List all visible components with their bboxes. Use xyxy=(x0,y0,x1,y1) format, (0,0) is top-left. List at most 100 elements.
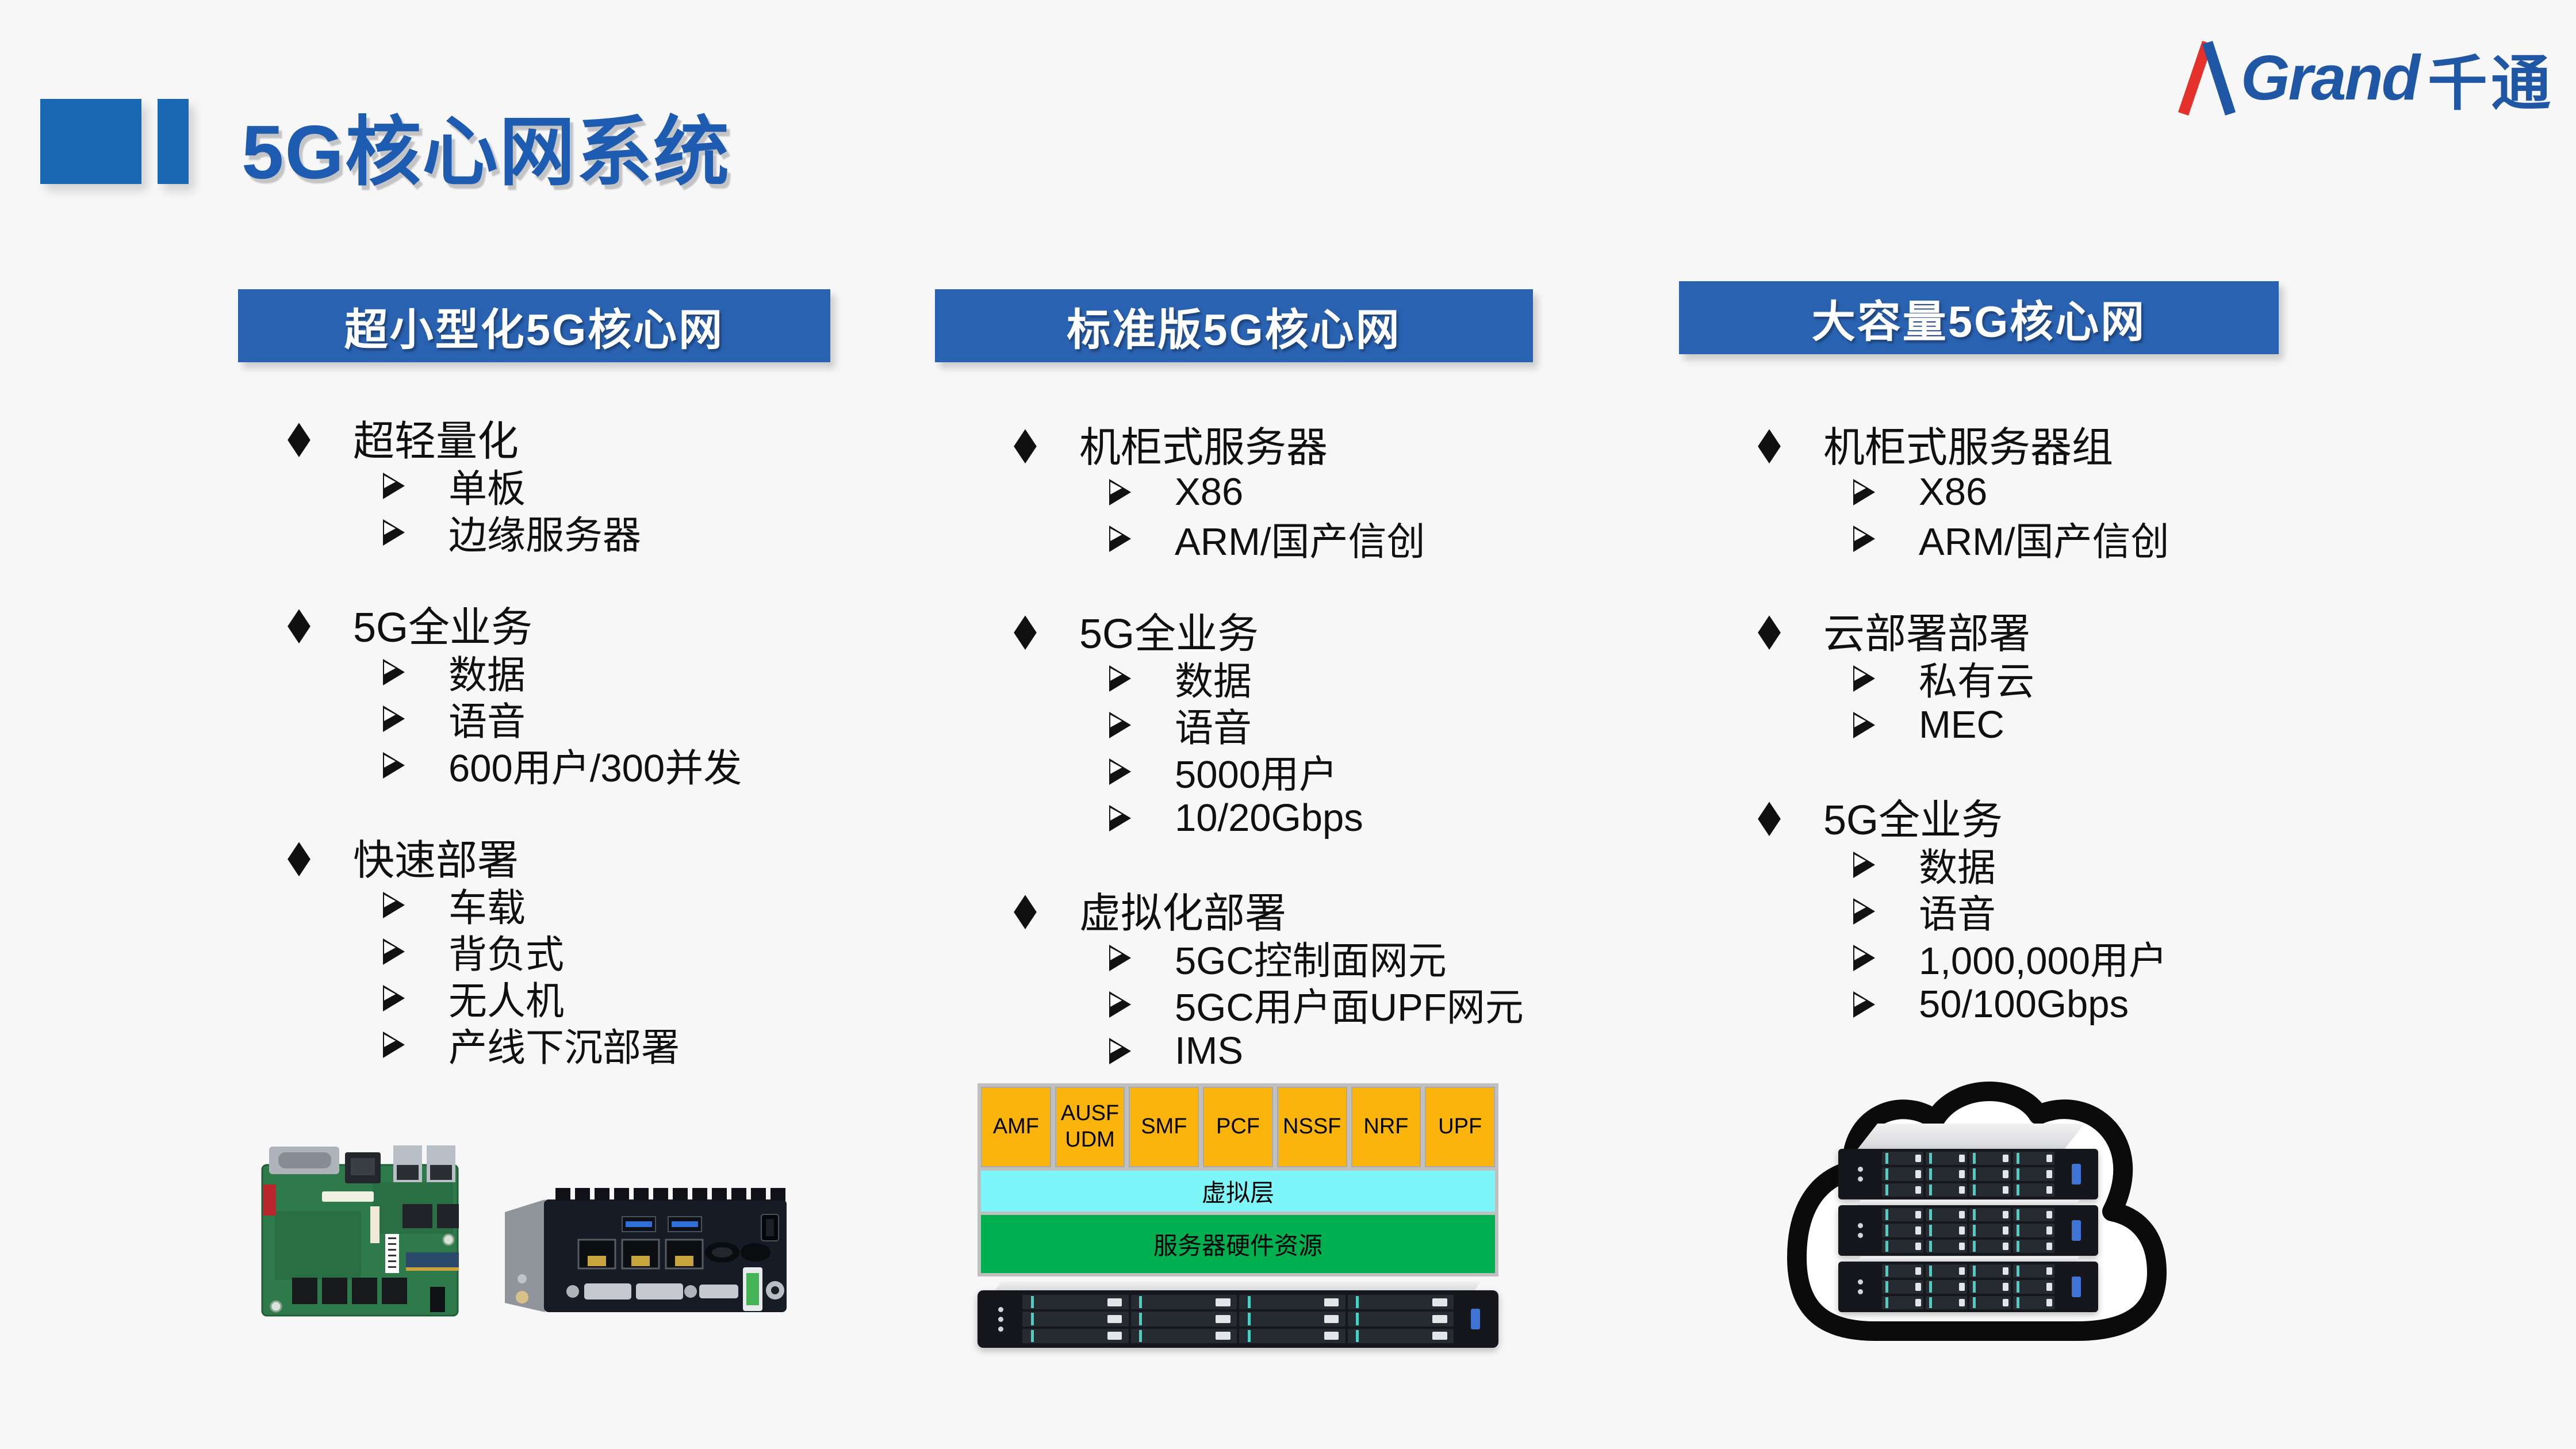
server-led xyxy=(1857,1176,1863,1182)
bullet-item-level2: IMS xyxy=(1014,1028,1524,1074)
arrow-bullet-icon xyxy=(383,938,406,965)
diamond-bullet-icon: ◆ xyxy=(288,412,310,462)
nf-box: PCF xyxy=(1203,1087,1273,1167)
drive-bay xyxy=(1969,1280,2011,1294)
drive-bay xyxy=(2013,1152,2054,1166)
drive-bay xyxy=(1926,1295,1967,1309)
drive-bay xyxy=(2013,1239,2054,1253)
bullet-item-level2: MEC xyxy=(1758,702,2169,748)
drive-bay xyxy=(1022,1295,1129,1310)
arrow-bullet-icon xyxy=(1853,944,1876,971)
bullet-level2-label: 车载 xyxy=(448,887,526,930)
diamond-bullet-icon: ◆ xyxy=(288,598,310,649)
bullet-item-level1: ◆ 5G全业务 xyxy=(288,598,742,651)
drive-bay xyxy=(1882,1208,1923,1222)
bullet-item-level2: 语音 xyxy=(1758,888,2169,936)
bullet-item-level2: 5000用户 xyxy=(1014,748,1524,796)
column3-header: 大容量5G核心网 xyxy=(1679,281,2279,354)
arrow-bullet-icon xyxy=(1109,1037,1132,1064)
server-right-panel xyxy=(1458,1295,1493,1343)
arrow-bullet-icon xyxy=(1853,711,1876,738)
drive-bay xyxy=(1347,1328,1454,1343)
drive-bay xyxy=(1882,1239,1923,1253)
drive-bay xyxy=(2013,1183,2054,1197)
decor-bar xyxy=(158,99,189,184)
nf-box: UPF xyxy=(1425,1087,1496,1167)
drive-bay xyxy=(1926,1264,1967,1278)
drive-bay xyxy=(1969,1295,2011,1309)
drive-bay xyxy=(1239,1295,1346,1310)
server-led xyxy=(1857,1279,1863,1285)
bullet-level1-label: 5G全业务 xyxy=(1823,797,2003,844)
nf-box: AMF xyxy=(981,1087,1051,1167)
drive-bay xyxy=(1969,1208,2011,1222)
server-drive-bays xyxy=(1882,1264,2054,1309)
arrow-bullet-icon xyxy=(383,891,406,918)
bullet-item-level1: ◆快速部署 xyxy=(288,831,742,884)
server-drive-bays xyxy=(1882,1208,2054,1253)
drive-bay xyxy=(1882,1167,1923,1181)
arrow-bullet-icon xyxy=(1853,991,1876,1018)
bullet-level2-label: 无人机 xyxy=(448,980,564,1023)
company-logo: Grand 千通 xyxy=(2171,34,2554,121)
bullet-level1-label: 虚拟化部署 xyxy=(1079,890,1287,937)
bullet-level1-label: 快速部署 xyxy=(353,837,519,884)
drive-bay xyxy=(1882,1183,1923,1197)
logo-latin-text: Grand xyxy=(2241,42,2420,113)
drive-bay xyxy=(1130,1312,1237,1327)
single-board-computer-photo xyxy=(261,1145,459,1317)
diamond-bullet-icon: ◆ xyxy=(1014,418,1037,469)
server-left-panel xyxy=(983,1295,1018,1343)
nf-box: AUSF UDM xyxy=(1055,1087,1125,1167)
server-led xyxy=(1857,1233,1863,1238)
bullet-level2-label: X86 xyxy=(1175,470,1244,513)
arrow-bullet-icon xyxy=(1109,525,1132,552)
server-led xyxy=(998,1316,1003,1322)
bullet-level2-label: 数据 xyxy=(1919,846,1996,890)
server-drive-bays xyxy=(1882,1152,2054,1197)
drive-bay xyxy=(1926,1167,1967,1181)
bullet-level2-label: 数据 xyxy=(448,654,526,697)
bullet-item-level2: 单板 xyxy=(288,462,742,511)
bullet-group: ◆快速部署车载背负式无人机产线下沉部署 xyxy=(288,831,742,1070)
drive-bay xyxy=(2013,1295,2054,1309)
arrow-bullet-icon xyxy=(1853,665,1876,692)
page-title: 5G核心网系统 xyxy=(241,110,731,194)
nf-box: NRF xyxy=(1351,1087,1421,1167)
drive-bay xyxy=(1347,1312,1454,1327)
bullet-level1-label: 云部署部署 xyxy=(1823,611,2031,657)
bullet-level2-label: 产线下沉部署 xyxy=(448,1026,680,1070)
server-led xyxy=(1857,1289,1863,1294)
drive-bay xyxy=(1969,1167,2011,1181)
diamond-bullet-icon: ◆ xyxy=(1014,604,1037,655)
bullet-level1-label: 超轻量化 xyxy=(353,418,519,465)
arrow-bullet-icon xyxy=(383,752,406,779)
bullet-item-level2: X86 xyxy=(1758,469,2169,515)
arrow-bullet-icon xyxy=(1109,478,1132,505)
server-top-edge xyxy=(1857,1256,2080,1262)
drive-bay xyxy=(1926,1239,1967,1253)
bullet-level2-label: 5GC控制面网元 xyxy=(1175,940,1447,983)
bullet-level2-label: 背负式 xyxy=(448,933,564,976)
nf-box: NSSF xyxy=(1276,1087,1347,1167)
bullet-item-level2: 1,000,000用户 xyxy=(1758,934,2169,983)
vga-port-icon xyxy=(2072,1220,2081,1241)
bullet-level2-label: 50/100Gbps xyxy=(1919,983,2129,1026)
drive-bay xyxy=(2013,1208,2054,1222)
bullet-level2-label: 语音 xyxy=(1919,893,1996,936)
arrow-bullet-icon xyxy=(383,1031,406,1058)
drive-bay xyxy=(1347,1295,1454,1310)
logo-lambda-icon xyxy=(2178,40,2236,116)
arrow-bullet-icon xyxy=(1109,758,1132,785)
drive-bay xyxy=(1926,1183,1967,1197)
vga-port-icon xyxy=(2072,1276,2081,1297)
decor-square xyxy=(40,99,141,184)
bullet-group: ◆超轻量化单板边缘服务器 xyxy=(288,412,742,557)
bullet-level1-label: 5G全业务 xyxy=(353,604,533,651)
